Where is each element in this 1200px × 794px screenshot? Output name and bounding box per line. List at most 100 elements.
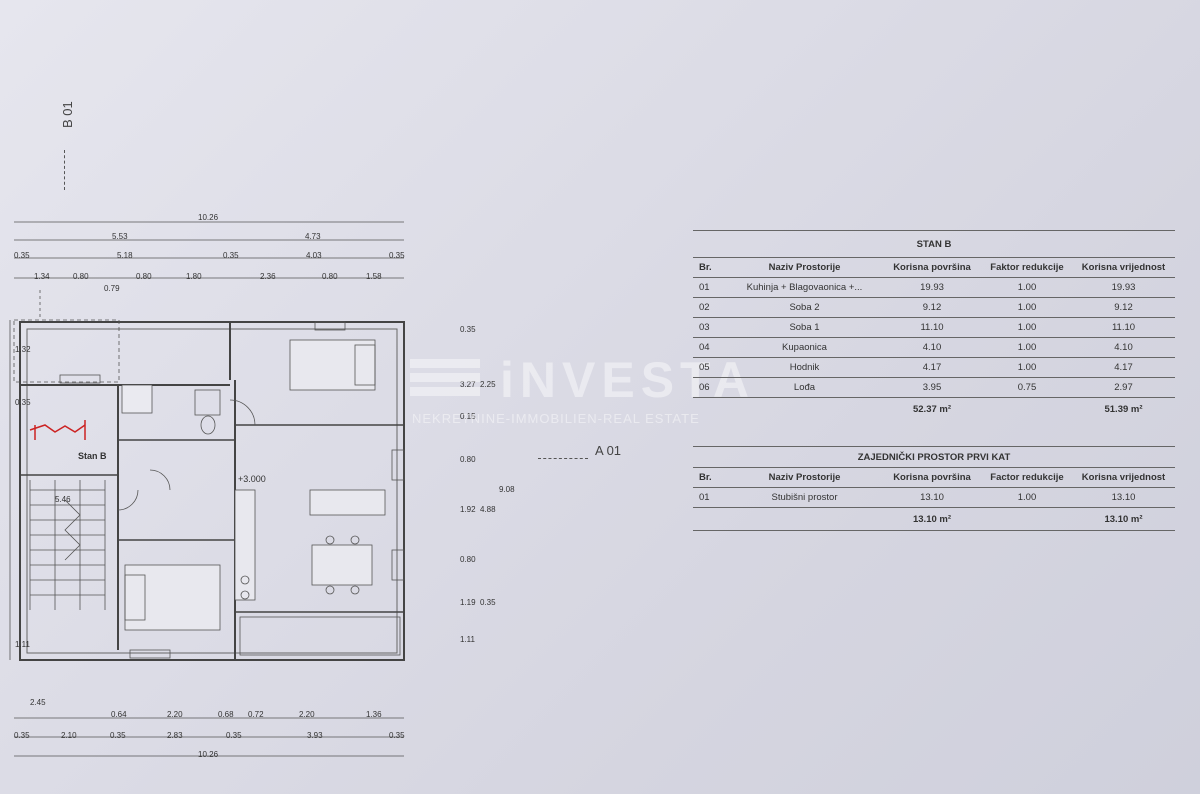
cell-br: 01 (699, 492, 710, 503)
dim-right-12: 9.08 (499, 485, 515, 494)
dim-right-7: 0.80 (460, 555, 476, 564)
cell-faktor: 0.75 (1017, 382, 1037, 393)
dim-bot-2f: 3.93 (307, 731, 323, 740)
dim-left-4: 1.11 (15, 640, 30, 649)
cell-naziv: Kuhinja + Blagovaonica +... (746, 282, 863, 293)
dim-top-4f: 0.80 (322, 272, 338, 281)
stan-b-total-row: 52.37 m² 51.39 m² (693, 398, 1175, 420)
stan-b-total-value: 51.39 m² (1104, 403, 1143, 415)
watermark-name: iNVESTA (500, 352, 755, 408)
section-line-b01 (64, 150, 65, 190)
cell-faktor: 1.00 (1017, 492, 1037, 503)
cell-faktor: 1.00 (1017, 322, 1037, 333)
dim-bot-1a: 0.64 (111, 710, 127, 719)
stan-b-header-row: Br. Naziv Prostorije Korisna površina Fa… (693, 258, 1175, 278)
dim-bot-2c: 0.35 (110, 731, 126, 740)
cell-vrijednost: 19.93 (1111, 282, 1136, 293)
dim-bot-1c: 0.68 (218, 710, 234, 719)
cell-vrijednost: 4.10 (1114, 342, 1133, 353)
header-faktor: Faktor redukcije (990, 262, 1064, 273)
cell-naziv: Hodnik (789, 362, 820, 373)
cell-povrsina: 4.17 (922, 362, 942, 373)
floor-plan: 10.26 5.53 4.73 0.35 5.18 0.35 4.03 0.35… (0, 0, 515, 794)
cell-br: 05 (699, 362, 710, 373)
dim-right-2: 3.27 (460, 380, 476, 389)
cell-povrsina: 11.10 (920, 322, 944, 333)
dim-right-10: 1.11 (460, 635, 475, 644)
dim-bot-1f: 1.36 (366, 710, 382, 719)
dim-right-6: 4.88 (480, 505, 496, 514)
header-povrsina: Korisna površina (893, 472, 971, 483)
cell-naziv: Soba 2 (789, 302, 820, 313)
dim-bot-2b: 2.10 (61, 731, 77, 740)
cell-vrijednost: 13.10 (1111, 492, 1136, 503)
header-vrijednost: Korisna vrijednost (1081, 262, 1166, 273)
cell-br: 03 (699, 322, 710, 333)
common-title: ZAJEDNIČKI PROSTOR PRVI KAT (857, 451, 1011, 463)
cell-faktor: 1.00 (1017, 302, 1037, 313)
cell-naziv: Kupaonica (782, 342, 827, 353)
dim-right-1: 0.35 (460, 325, 476, 334)
dim-top-2b: 4.73 (305, 232, 321, 241)
dim-right-4: 0.80 (460, 455, 476, 464)
cell-povrsina: 19.93 (920, 282, 944, 293)
cell-faktor: 1.00 (1017, 282, 1037, 293)
dim-top-2a: 5.53 (112, 232, 128, 241)
dim-bot-1b: 2.20 (167, 710, 183, 719)
section-line-a01 (538, 458, 588, 459)
cell-faktor: 1.00 (1017, 362, 1037, 373)
dim-left-1: 1.32 (15, 345, 31, 354)
cell-naziv: Soba 1 (789, 322, 820, 333)
investa-logo-icon (410, 359, 480, 396)
table-row: 04 Kupaonica 4.10 1.00 4.10 (693, 338, 1175, 358)
common-total-row: 13.10 m² 13.10 m² (693, 508, 1175, 531)
cell-br: 04 (699, 342, 710, 353)
investa-watermark: iNVESTA NEKRETNINE-IMMOBILIEN-REAL ESTAT… (410, 352, 790, 435)
dim-left-3: 5.46 (55, 495, 71, 504)
cell-povrsina: 9.12 (922, 302, 942, 313)
stan-b-table: STAN B Br. Naziv Prostorije Korisna povr… (693, 230, 1175, 420)
dim-right-5: 1.92 (460, 505, 476, 514)
dim-right-3: 0.15 (460, 412, 476, 421)
header-faktor: Factor redukcije (990, 472, 1064, 483)
dim-top-3a: 0.35 (14, 251, 30, 260)
cell-br: 01 (699, 282, 710, 293)
dim-top-3d: 4.03 (306, 251, 322, 260)
cell-povrsina: 3.95 (922, 382, 942, 393)
cell-faktor: 1.00 (1017, 342, 1037, 353)
dim-top-4c: 0.80 (136, 272, 152, 281)
dim-right-9: 0.35 (480, 598, 496, 607)
header-br: Br. (699, 262, 712, 273)
watermark-subtitle: NEKRETNINE-IMMOBILIEN-REAL ESTATE (412, 411, 700, 426)
common-total-area: 13.10 m² (912, 513, 952, 525)
cell-povrsina: 4.10 (922, 342, 942, 353)
dim-bot-2d: 2.83 (167, 731, 183, 740)
common-title-row: ZAJEDNIČKI PROSTOR PRVI KAT (693, 446, 1175, 468)
table-row: 06 Lođa 3.95 0.75 2.97 (693, 378, 1175, 398)
dim-right-11: 2.25 (480, 380, 496, 389)
plan-elevation-label: +3.000 (238, 474, 266, 484)
header-br: Br. (699, 472, 712, 483)
header-povrsina: Korisna površina (893, 262, 971, 273)
dim-top-4e: 2.36 (260, 272, 276, 281)
cell-vrijednost: 4.17 (1114, 362, 1133, 373)
section-label-a01: A 01 (595, 443, 622, 458)
dim-top-4a: 1.34 (34, 272, 50, 281)
dim-bot-left: 2.45 (30, 698, 46, 707)
plan-stan-b-label: Stan B (78, 451, 107, 461)
table-row: 01 Kuhinja + Blagovaonica +... 19.93 1.0… (693, 278, 1175, 298)
header-naziv: Naziv Prostorije (768, 262, 841, 273)
dim-bot-1e: 2.20 (299, 710, 315, 719)
table-row: 05 Hodnik 4.17 1.00 4.17 (693, 358, 1175, 378)
stan-b-total-area: 52.37 m² (912, 403, 952, 415)
dim-bot-total: 10.26 (198, 750, 219, 759)
dim-bot-1d: 0.72 (248, 710, 264, 719)
dim-right-8: 1.19 (460, 598, 476, 607)
common-header-row: Br. Naziv Prostorije Korisna površina Fa… (693, 468, 1175, 488)
dim-top-sub: 0.79 (104, 284, 120, 293)
table-row: 03 Soba 1 11.10 1.00 11.10 (693, 318, 1175, 338)
dim-top-4b: 0.80 (73, 272, 89, 281)
table-row: 01 Stubišni prostor 13.10 1.00 13.10 (693, 488, 1175, 508)
stan-b-title: STAN B (916, 238, 952, 250)
